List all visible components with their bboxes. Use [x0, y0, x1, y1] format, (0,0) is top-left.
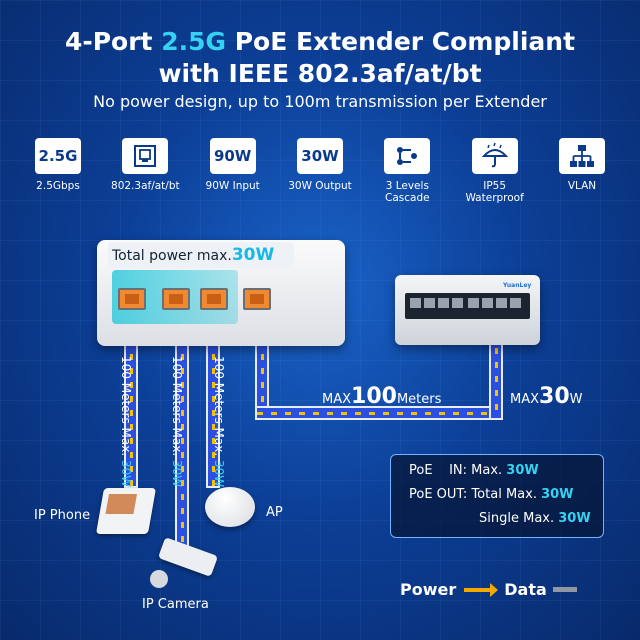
switch-port	[510, 298, 521, 308]
feature-label: IP55 Waterproof	[465, 180, 524, 204]
switch-port	[482, 298, 493, 308]
ethernet-port-icon	[122, 138, 169, 174]
poe-port-3	[200, 288, 228, 310]
spec-value: 30W	[558, 511, 591, 526]
switch-power-value: 30	[539, 384, 570, 409]
power-label-text: Total power max.	[112, 248, 232, 264]
cable-label-value: 30W	[119, 459, 133, 488]
feature-label: 2.5Gbps	[36, 180, 80, 192]
switch-port	[452, 298, 463, 308]
feature-output: 30W 30W Output	[280, 138, 360, 204]
switch-power-prefix: MAX	[510, 392, 540, 407]
switch-port	[496, 298, 507, 308]
switch-power-suffix: W	[569, 392, 583, 407]
power-arrow-icon	[464, 582, 499, 597]
phone-screen	[105, 494, 137, 514]
uplink-prefix: MAX	[322, 392, 352, 407]
cable-phone	[124, 310, 138, 488]
cable-label-ap: 100 Meters Max. 30W	[212, 356, 226, 487]
power-label-value: 30W	[231, 245, 275, 265]
spec-row-in: PoE IN: Max. 30W	[409, 463, 539, 478]
cable-label-text: 100 Meters Max.	[212, 356, 226, 460]
ip-phone-label: IP Phone	[34, 508, 91, 523]
feature-label: 3 Levels Cascade	[385, 180, 430, 204]
legend-data-label: Data	[504, 580, 547, 599]
page-subtitle: No power design, up to 100m transmission…	[93, 92, 547, 111]
poe-port-1	[118, 288, 146, 310]
switch-port	[468, 298, 479, 308]
ip-camera-label: IP Camera	[142, 597, 209, 612]
cable-label-text: 100 Meters Max.	[170, 356, 184, 460]
switch-power-label: MAX30W	[510, 384, 583, 409]
data-line-icon	[552, 587, 577, 592]
spec-label: Single Max.	[479, 511, 559, 526]
cable-label-value: 30W	[170, 459, 184, 488]
cable-ap	[206, 310, 220, 488]
page-title: 4-Port 2.5G PoE Extender Compliant with …	[0, 26, 640, 90]
cable-label-camera: 100 Meters Max. 30W	[170, 356, 184, 487]
uplink-port	[243, 288, 271, 310]
spec-value: 30W	[506, 463, 539, 478]
switch-port	[424, 298, 435, 308]
legend: Power Data	[400, 580, 577, 599]
feature-label: 30W Output	[288, 180, 352, 192]
access-point-image	[205, 487, 255, 527]
umbrella-icon	[471, 138, 518, 174]
poe-port-2	[162, 288, 190, 310]
title-highlight: 2.5G	[161, 27, 227, 56]
title-text: PoE Extender Compliant	[226, 27, 576, 56]
camera-mount	[150, 570, 168, 588]
feature-label: 90W Input	[205, 180, 260, 192]
cable-label-phone: 100 Meters Max. 30W	[119, 356, 133, 487]
feature-row: 2.5G 2.5Gbps 802.3af/at/bt 90W 90W Input…	[18, 138, 622, 204]
legend-power-label: Power	[400, 580, 457, 599]
total-power-label: Total power max.30W	[108, 242, 294, 268]
spec-label: PoE IN: Max.	[409, 463, 507, 478]
switch-port	[438, 298, 449, 308]
power-spec-box: PoE IN: Max. 30W PoE OUT: Total Max. 30W…	[390, 454, 604, 538]
spec-label: PoE OUT: Total Max.	[409, 487, 542, 502]
spec-value: 30W	[541, 487, 574, 502]
feature-box: 30W	[296, 138, 343, 174]
switch-brand: YuanLey	[503, 282, 532, 289]
cable-label-text: 100 Meters Max.	[119, 356, 133, 460]
spec-row-out-total: PoE OUT: Total Max. 30W	[409, 487, 574, 502]
network-tree-icon	[558, 138, 605, 174]
feature-standard: 802.3af/at/bt	[105, 138, 185, 204]
feature-box: 90W	[209, 138, 256, 174]
title-line-2: with IEEE 802.3af/at/bt	[158, 59, 482, 88]
uplink-suffix: Meters	[396, 392, 442, 407]
cable-uplink-horizontal	[255, 406, 503, 420]
switch-port	[410, 298, 421, 308]
ip-phone-image	[95, 488, 157, 534]
feature-vlan: VLAN	[542, 138, 622, 204]
uplink-value: 100	[351, 384, 397, 409]
cascade-icon	[384, 138, 431, 174]
feature-speed: 2.5G 2.5Gbps	[18, 138, 98, 204]
feature-input: 90W 90W Input	[193, 138, 273, 204]
feature-box: 2.5G	[35, 138, 81, 174]
feature-label: 802.3af/at/bt	[111, 180, 180, 192]
title-text: 4-Port	[64, 27, 162, 56]
uplink-distance-label: MAX100Meters	[322, 384, 441, 409]
feature-waterproof: IP55 Waterproof	[455, 138, 535, 204]
feature-cascade: 3 Levels Cascade	[367, 138, 447, 204]
spec-row-out-single: Single Max. 30W	[479, 511, 591, 526]
feature-label: VLAN	[567, 180, 597, 192]
cable-label-value: 30W	[212, 459, 226, 488]
ap-label: AP	[266, 505, 283, 520]
